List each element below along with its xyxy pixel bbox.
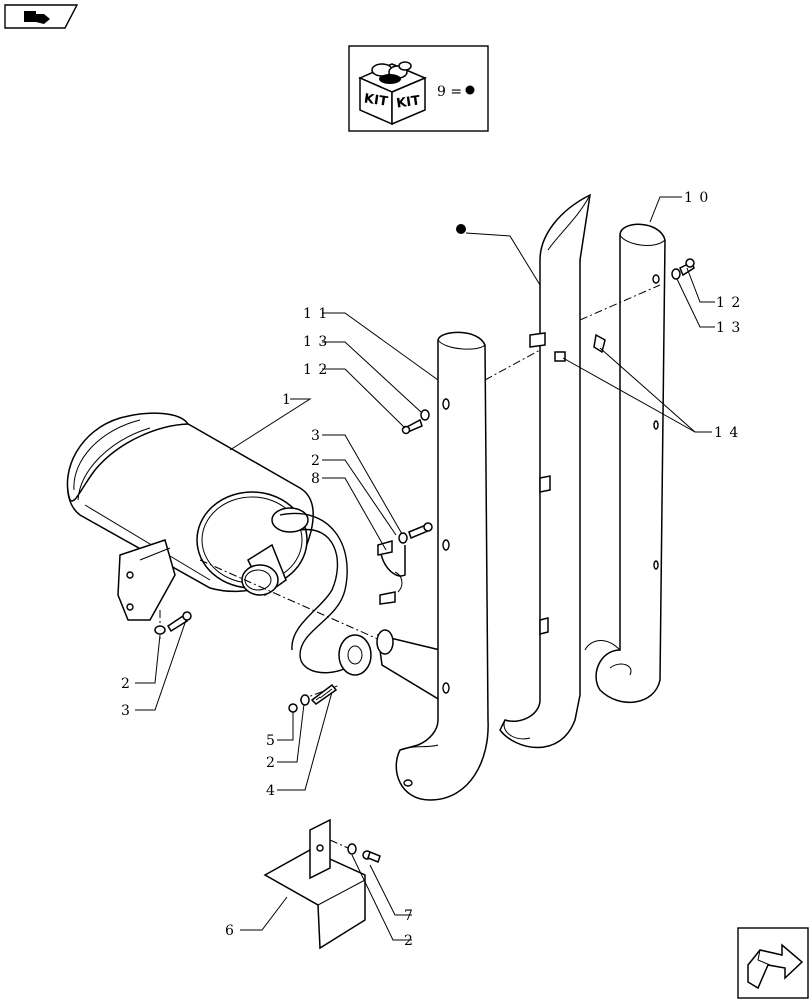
heat-shield-right [584, 223, 666, 704]
callout-3-muffler: 3 [121, 703, 131, 719]
callout-3-clamp: 3 [311, 428, 321, 444]
clamp-bolt [398, 522, 433, 544]
callout-2-bracket: 2 [404, 933, 414, 949]
callout-2-muffler: 2 [121, 676, 131, 692]
kit-legend-box: KIT KIT 9 = [348, 45, 489, 132]
bolt-washer-left [401, 409, 430, 435]
callout-14: 1 4 [714, 425, 739, 441]
clamp [377, 540, 406, 605]
previous-page-tab[interactable] [4, 4, 79, 29]
callout-7: 7 [404, 908, 414, 924]
kit-label-left: KIT [363, 92, 389, 110]
next-page-button[interactable] [737, 927, 809, 999]
callout-10: 1 0 [684, 190, 709, 206]
tailpipe-section [376, 629, 441, 702]
kit-marker-bullet-icon [456, 224, 466, 234]
callout-2-flange: 2 [266, 755, 276, 771]
callout-12-left: 1 2 [303, 362, 328, 378]
callout-4: 4 [266, 783, 276, 799]
muffler-mount-bolt [154, 611, 192, 635]
muffler [66, 412, 372, 676]
bracket-bolt [347, 843, 381, 863]
callout-2-clamp: 2 [311, 453, 321, 469]
callout-8: 8 [311, 471, 321, 487]
callout-6: 6 [225, 923, 235, 939]
kit-label-right: KIT [395, 93, 421, 111]
book-arrow-icon [24, 11, 50, 24]
flange-bolt-set [288, 683, 338, 713]
next-arrow-icon [747, 943, 804, 990]
rain-cap-bracket [263, 818, 366, 950]
kit-bullet-icon [465, 85, 475, 95]
bolt-washer-right [671, 258, 695, 280]
callout-11: 1 1 [303, 306, 328, 322]
kit-box-icon: KIT KIT [358, 61, 427, 126]
exhaust-stack [499, 193, 591, 749]
callout-12-right: 1 2 [716, 295, 741, 311]
heat-shield-left [395, 331, 489, 801]
callout-5: 5 [266, 733, 276, 749]
callout-13-right: 1 3 [716, 320, 741, 336]
callout-1: 1 [282, 392, 292, 408]
callout-13-left: 1 3 [303, 334, 328, 350]
kit-legend-text: 9 = [437, 84, 462, 100]
